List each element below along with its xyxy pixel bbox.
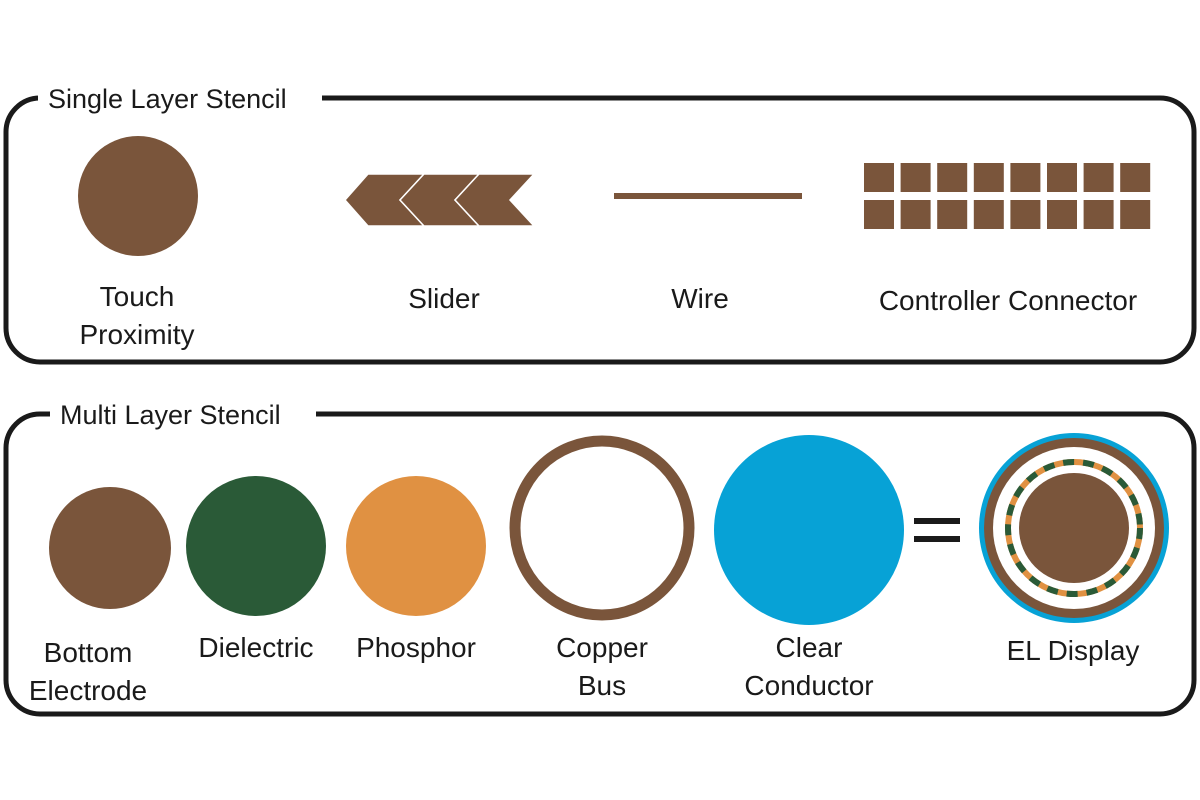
bottom-electrode-layer: [49, 487, 171, 609]
copper-bus-ring: [509, 435, 695, 621]
wire-label: Wire: [671, 283, 729, 314]
clear-conductor-label-line2: Conductor: [744, 670, 873, 701]
copper-bus-label-line2: Bus: [578, 670, 626, 701]
connector-pad: [973, 200, 1004, 229]
multi-layer-panel-frame: [3, 411, 1197, 717]
connector-pad: [973, 163, 1004, 192]
controller-connector-label: Controller Connector: [879, 285, 1137, 316]
slider-chevron: [453, 173, 536, 227]
connector-pad: [900, 163, 931, 192]
controller-connector-pads: [864, 163, 1151, 229]
single-layer-panel-frame: [3, 95, 1197, 365]
touch-proximity-label-line2: Proximity: [79, 319, 194, 350]
dielectric-layer: [186, 476, 326, 616]
dielectric-label: Dielectric: [198, 632, 313, 663]
bottom-electrode-label-line2: Electrode: [29, 675, 147, 706]
single-layer-panel: Single Layer Stencil Touch Proximity Sli…: [3, 84, 1197, 365]
slider-label: Slider: [408, 283, 480, 314]
connector-pad: [1120, 163, 1151, 192]
el-display-bottom-electrode: [1019, 473, 1129, 583]
connector-pad: [937, 163, 968, 192]
touch-proximity-label-line1: Touch: [100, 281, 175, 312]
el-display-dielectric-ring: [1005, 459, 1143, 597]
equals-sign: [914, 518, 960, 542]
connector-pad: [1120, 200, 1151, 229]
phosphor-label: Phosphor: [356, 632, 476, 663]
equals-bar-bottom: [914, 536, 960, 542]
el-display-stack: [979, 433, 1169, 623]
multi-layer-title: Multi Layer Stencil: [60, 400, 281, 430]
connector-pad: [1010, 200, 1041, 229]
bottom-electrode-label-line1: Bottom: [44, 637, 133, 668]
connector-pad: [864, 163, 894, 192]
single-layer-title: Single Layer Stencil: [48, 84, 287, 114]
connector-pad: [1047, 200, 1077, 229]
clear-conductor-layer: [714, 435, 904, 625]
connector-pad: [900, 200, 931, 229]
el-display-label: EL Display: [1007, 635, 1140, 666]
touch-proximity-pad: [78, 136, 198, 256]
single-layer-title-backdrop: [38, 86, 322, 112]
connector-pad: [1083, 163, 1114, 192]
copper-bus-label-line1: Copper: [556, 632, 648, 663]
connector-pad: [1010, 163, 1041, 192]
multi-layer-panel: Multi Layer Stencil Bottom Electrode Die…: [3, 400, 1197, 717]
slider-shape: [343, 173, 536, 227]
clear-conductor-label-line1: Clear: [776, 632, 843, 663]
phosphor-layer: [346, 476, 486, 616]
connector-pad: [1083, 200, 1114, 229]
wire-trace: [614, 193, 802, 199]
connector-pad: [864, 200, 894, 229]
multi-layer-title-backdrop: [50, 402, 316, 428]
connector-pad: [937, 200, 968, 229]
equals-bar-top: [914, 518, 960, 524]
connector-pad: [1047, 163, 1077, 192]
